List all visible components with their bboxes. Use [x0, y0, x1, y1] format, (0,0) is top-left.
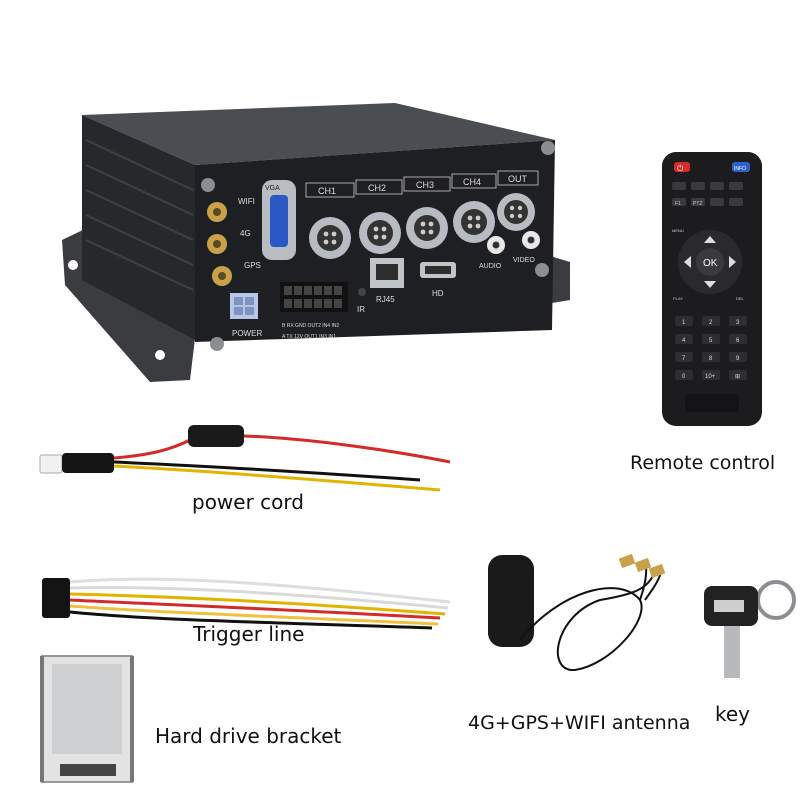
rj45-label: RJ45 [376, 295, 395, 304]
antenna-connector [618, 553, 636, 569]
remote-key-5: 5 [709, 338, 713, 344]
dpad-up-icon [704, 236, 716, 243]
flange-hole [68, 260, 78, 270]
out-aviation-connector [497, 193, 535, 231]
vga-port-inner [270, 195, 288, 247]
ch1-aviation-connector [309, 217, 351, 259]
remote-control: ⏻ INFO F1 PTZ MENU OK PLAY DEL 1 2 3 4 5… [662, 152, 762, 426]
remote-info-button [732, 162, 750, 172]
combo-antenna [488, 553, 666, 672]
ir-sensor [358, 288, 366, 296]
remote-bottom-panel [685, 394, 739, 412]
remote-ptz-label: PTZ [693, 201, 702, 207]
trigger-line-connector [42, 578, 70, 618]
audio-label: AUDIO [479, 263, 502, 270]
ch2-aviation-connector [359, 212, 401, 254]
remote-key-0: 0 [682, 374, 686, 380]
remote-ok-button [696, 248, 724, 276]
ch1-label: CH1 [318, 186, 336, 196]
flange-hole [155, 350, 165, 360]
antenna-caption: 4G+GPS+WIFI antenna [468, 712, 691, 734]
trigger-line-caption: Trigger line [193, 622, 305, 646]
front-screw [541, 141, 555, 155]
dpad-left-icon [684, 256, 691, 268]
front-screw [535, 263, 549, 277]
gps-antenna-port [212, 266, 232, 286]
power-label: POWER [232, 329, 262, 338]
hd-label: HD [432, 289, 444, 298]
hard-drive-bracket [40, 655, 134, 783]
video-label: VIDEO [513, 257, 535, 264]
remote-del-label: DEL [736, 296, 745, 301]
remote-f1-label: F1 [675, 201, 681, 207]
remote-key-8: 8 [709, 356, 713, 362]
remote-key-1: 1 [682, 320, 686, 326]
remote-key-6: 6 [736, 338, 740, 344]
trigger-line [42, 577, 451, 630]
ir-label: IR [357, 305, 365, 314]
audio-rca-port [487, 236, 505, 254]
antenna-connector [634, 557, 652, 573]
vga-label: VGA [265, 185, 280, 192]
remote-power-button [674, 162, 690, 172]
key-ring [756, 580, 796, 620]
ch2-label: CH2 [368, 183, 386, 193]
remote-key-9: 9 [736, 356, 740, 362]
terminal-row-a-label: A TX 12V OUT1 IN3 IN1 [282, 334, 336, 340]
antenna-puck [488, 555, 534, 647]
remote-key-2: 2 [709, 320, 713, 326]
power-port [230, 293, 258, 319]
dpad-down-icon [704, 281, 716, 288]
key-caption: key [715, 702, 751, 726]
front-screw [201, 178, 215, 192]
antenna-connector [648, 563, 666, 579]
terminal-row-b-label: B RX GND OUT2 IN4 IN2 [282, 323, 339, 329]
gps-label: GPS [244, 261, 261, 270]
remote-key-grid: ⊞ [735, 374, 740, 380]
dvr-side-panel [82, 115, 195, 340]
4g-label: 4G [240, 229, 251, 238]
4g-antenna-port [207, 234, 227, 254]
key-blade [724, 626, 740, 678]
remote-menu-label: MENU [672, 228, 684, 233]
power-cord-caption: power cord [192, 490, 304, 514]
dpad-right-icon [729, 256, 736, 268]
dvr-top-panel [82, 103, 555, 165]
remote-ok-label: OK [703, 258, 718, 269]
ch3-label: CH3 [416, 180, 434, 190]
power-cord [39, 425, 451, 492]
hard-drive-bracket-caption: Hard drive bracket [155, 724, 342, 748]
ch4-label: CH4 [463, 177, 481, 187]
ch3-aviation-connector [406, 207, 448, 249]
out-label: OUT [508, 174, 528, 184]
ch4-aviation-connector [453, 201, 495, 243]
front-screw [210, 337, 224, 351]
remote-key-4: 4 [682, 338, 686, 344]
mobile-dvr-unit: WIFI 4G GPS VGA CH1 CH2 CH3 CH4 OUT AUDI… [62, 103, 570, 382]
video-rca-port [522, 231, 540, 249]
wifi-antenna-port [207, 202, 227, 222]
remote-info-label: INFO [734, 166, 746, 172]
remote-key-3: 3 [736, 320, 740, 326]
remote-power-symbol: ⏻ [677, 164, 684, 173]
remote-play-label: PLAY [673, 296, 683, 301]
remote-control-caption: Remote control [630, 452, 776, 474]
io-terminal-block [280, 282, 348, 312]
fuse-holder [188, 425, 244, 447]
key [704, 580, 796, 678]
remote-key-7: 7 [682, 356, 686, 362]
remote-key-10plus: 10+ [705, 374, 716, 380]
wifi-label: WIFI [238, 197, 255, 206]
power-cord-connector [39, 454, 63, 474]
